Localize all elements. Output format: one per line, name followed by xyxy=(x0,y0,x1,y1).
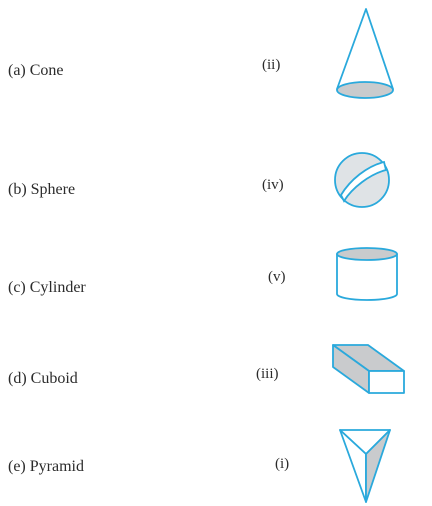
label-cuboid: (d) Cuboid xyxy=(8,370,78,387)
cone-icon xyxy=(336,8,394,99)
number-sphere: (iv) xyxy=(262,177,284,193)
cuboid-icon xyxy=(332,344,405,394)
label-cone: (a) Cone xyxy=(8,62,64,79)
label-pyramid: (e) Pyramid xyxy=(8,458,84,475)
sphere-icon xyxy=(334,152,390,208)
number-pyramid: (i) xyxy=(275,456,290,472)
pyramid-icon xyxy=(339,429,391,503)
number-cuboid: (iii) xyxy=(256,366,279,382)
label-sphere: (b) Sphere xyxy=(8,181,76,198)
number-cylinder: (v) xyxy=(268,269,286,285)
number-cone: (ii) xyxy=(262,57,281,73)
label-cylinder: (c) Cylinder xyxy=(8,279,86,296)
cylinder-icon xyxy=(336,247,398,301)
